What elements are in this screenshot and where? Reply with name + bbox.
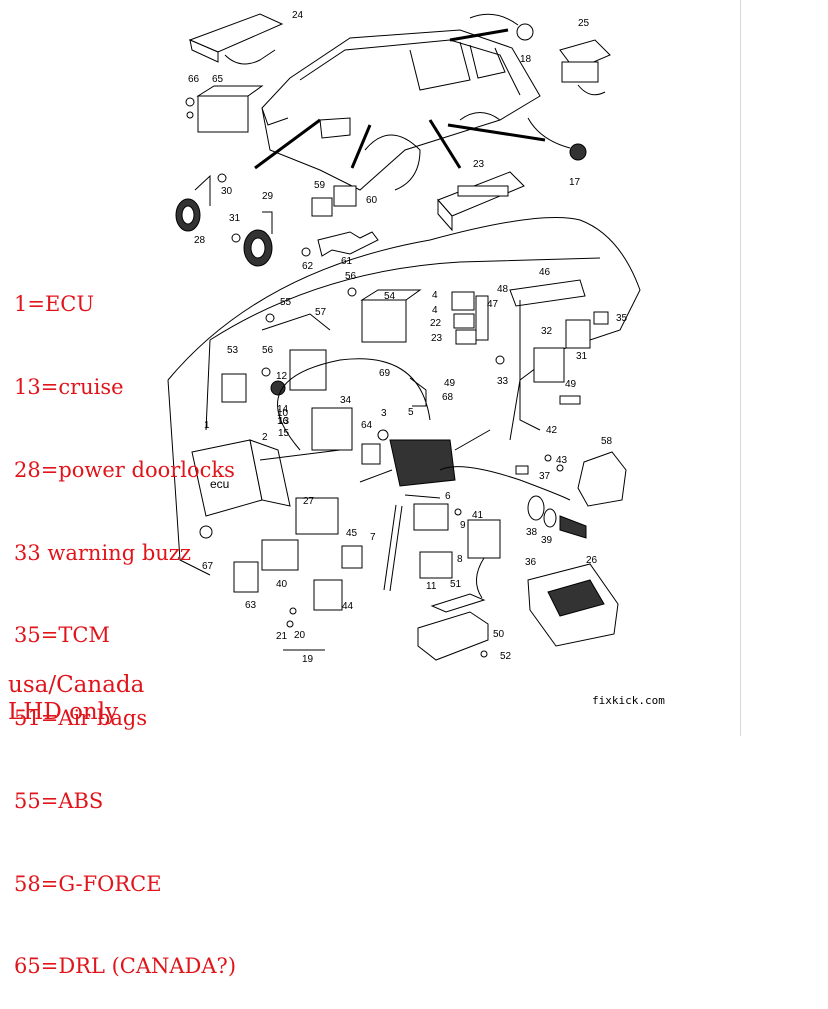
region-note: usa/Canada LHD only [8, 672, 144, 726]
part-number-label: 5 [408, 407, 414, 418]
part-number-label: 34 [340, 395, 352, 406]
part-number-label: 2 [262, 432, 268, 443]
part-number-label: 25 [578, 18, 590, 29]
part-number-label: 40 [276, 579, 288, 590]
part-number-label: 52 [500, 651, 512, 662]
part-number-label: 31 [229, 213, 241, 224]
part-number-label: 36 [525, 557, 537, 568]
part-number-label: 16 [277, 416, 289, 427]
legend-item: 13=cruise [14, 374, 124, 399]
legend-item: 55=ABS [14, 788, 104, 813]
vehicle-outline [254, 28, 546, 191]
part-number-label: 67 [202, 561, 214, 572]
part-number-label: 14 [277, 404, 289, 415]
part-number-label: 10 [277, 408, 289, 419]
part-number-label: 19 [302, 654, 314, 665]
part-number-label: 8 [457, 554, 463, 565]
part-number-label: 39 [541, 535, 553, 546]
part-number-label: 18 [520, 54, 532, 65]
part-number-label: 47 [487, 299, 499, 310]
part-number-label: 45 [346, 528, 358, 539]
part-number-labels: 1234456789101112131415161718192021222323… [188, 10, 628, 665]
part-number-label: 23 [431, 333, 443, 344]
part-number-label: 24 [292, 10, 304, 21]
part-number-label: 49 [565, 379, 577, 390]
part-number-label: 63 [245, 600, 257, 611]
parts-diagram: ecu 123445678910111213141516171819202122… [167, 10, 641, 665]
part-number-label: 55 [280, 297, 292, 308]
part-number-label: 4 [432, 305, 438, 316]
part-number-label: 27 [303, 496, 315, 507]
part-number-label: 29 [262, 191, 274, 202]
part-number-label: 30 [221, 186, 233, 197]
part-number-label: 12 [276, 371, 288, 382]
dashboard-outline [167, 217, 641, 576]
part-number-label: 44 [342, 601, 354, 612]
part-number-label: 58 [601, 436, 613, 447]
part-number-label: 15 [278, 428, 290, 439]
part-number-label: 60 [366, 195, 378, 206]
part-number-label: 41 [472, 510, 484, 521]
part-number-label: 7 [370, 532, 376, 543]
part-number-label: 66 [188, 74, 200, 85]
region-line: usa/Canada [8, 672, 145, 698]
part-number-label: 28 [194, 235, 206, 246]
part-number-label: 22 [430, 318, 442, 329]
part-number-label: 56 [345, 271, 357, 282]
part-number-label: 23 [473, 159, 485, 170]
part-number-label: 9 [460, 520, 466, 531]
part-number-label: 20 [294, 630, 306, 641]
legend-item: 65=DRL (CANADA?) [14, 954, 237, 979]
legend-item: 58=G-FORCE [14, 871, 162, 896]
part-number-label: 1 [204, 420, 210, 431]
page-edge [740, 0, 741, 736]
part-number-label: 42 [546, 425, 558, 436]
part-number-label: 6 [445, 491, 451, 502]
ecu-label: ecu [210, 477, 229, 491]
part-number-label: 46 [539, 267, 551, 278]
watermark: fixkick.com [592, 694, 665, 707]
part-number-label: 59 [314, 180, 326, 191]
part-number-label: 68 [442, 392, 454, 403]
part-number-label: 65 [212, 74, 224, 85]
legend-item: 1=ECU [14, 292, 95, 317]
legend-item: 28=power doorlocks [14, 457, 235, 482]
part-number-label: 31 [576, 351, 588, 362]
part-number-label: 56 [262, 345, 274, 356]
part-number-label: 62 [302, 261, 314, 272]
part-number-label: 53 [227, 345, 239, 356]
part-number-label: 13 [278, 416, 290, 427]
legend-item: 51=Air bags [14, 706, 148, 731]
legend: 1=ECU 13=cruise 28=power doorlocks 33 wa… [14, 236, 236, 1009]
part-number-label: 64 [361, 420, 373, 431]
part-number-label: 51 [450, 579, 462, 590]
part-number-label: 49 [444, 378, 456, 389]
part-number-label: 50 [493, 629, 505, 640]
part-number-label: 37 [539, 471, 551, 482]
part-number-label: 61 [341, 256, 353, 267]
part-number-label: 69 [379, 368, 391, 379]
legend-item: 35=TCM [14, 623, 110, 648]
part-number-label: 38 [526, 527, 538, 538]
parts [175, 13, 627, 661]
part-number-label: 57 [315, 307, 327, 318]
part-number-label: 48 [497, 284, 509, 295]
part-number-label: 17 [569, 177, 581, 188]
part-number-label: 11 [426, 581, 437, 592]
part-number-label: 33 [497, 376, 509, 387]
part-number-label: 54 [384, 291, 396, 302]
legend-item: 33 warning buzz [14, 540, 191, 565]
part-number-label: 26 [586, 555, 598, 566]
part-number-label: 35 [616, 313, 628, 324]
region-line: LHD only [8, 699, 119, 725]
part-number-label: 43 [556, 455, 568, 466]
part-number-label: 21 [276, 631, 288, 642]
part-number-label: 3 [381, 408, 387, 419]
part-number-label: 4 [432, 290, 438, 301]
part-number-label: 32 [541, 326, 553, 337]
